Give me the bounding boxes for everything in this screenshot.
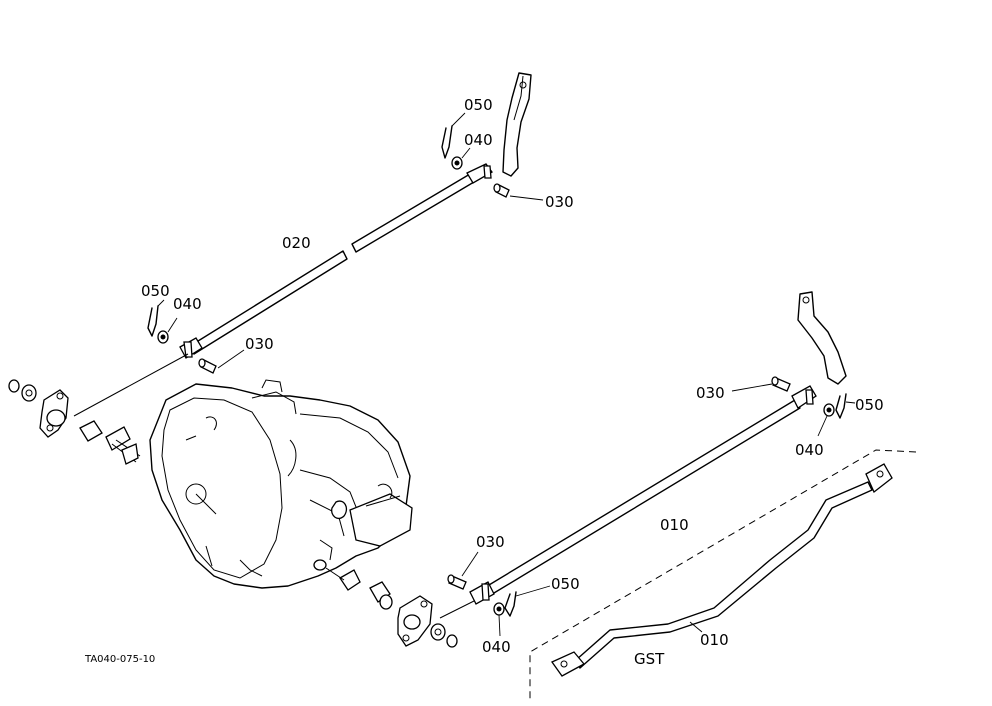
lower-lever-bracket [397, 595, 458, 648]
right-washer-040 [817, 403, 835, 437]
upper-clevis [466, 163, 493, 184]
upper-cotter-pin-050 [441, 112, 466, 159]
rod-020 [189, 173, 475, 355]
callout-lower-050: 050 [551, 575, 580, 593]
callout-upper-030: 030 [545, 193, 574, 211]
gst-variant-boundary [529, 449, 917, 700]
left-washer-040 [157, 317, 178, 344]
callout-upper-050: 050 [464, 96, 493, 114]
right-pedal-arm [797, 291, 847, 385]
right-cotter-pin-050 [835, 393, 856, 419]
left-cotter-pin-050 [147, 299, 165, 337]
callout-rod-020: 020 [282, 234, 311, 252]
callout-gst-010: 010 [700, 631, 729, 649]
lower-shaft-fitting [313, 559, 393, 610]
callout-lower-040: 040 [482, 638, 511, 656]
lower-cotter-pin-050 [504, 585, 551, 617]
left-clevis [179, 337, 203, 359]
upper-pedal-arm [502, 72, 532, 177]
callout-left-040: 040 [173, 295, 202, 313]
callout-rod-010: 010 [660, 516, 689, 534]
callout-left-050: 050 [141, 282, 170, 300]
upper-washer-040 [451, 147, 471, 170]
left-lever-bracket [8, 379, 69, 438]
left-shaft-fitting [79, 420, 141, 465]
lower-clevis [469, 581, 495, 605]
callout-right-050: 050 [855, 396, 884, 414]
callout-upper-040: 040 [464, 131, 493, 149]
callout-gst-label: GST [634, 650, 665, 668]
upper-pin-030 [493, 183, 544, 201]
transmission-housing [149, 379, 413, 589]
callout-labels: 050 040 030 020 050 040 030 030 050 040 … [84, 96, 884, 668]
drawing-code: TA040-075-10 [84, 654, 155, 665]
lower-pin-030 [447, 551, 479, 590]
gst-rod-010 [551, 463, 893, 677]
left-pin-030 [198, 349, 245, 374]
rod-010 [483, 399, 801, 597]
callout-lower-030: 030 [476, 533, 505, 551]
right-pin-030 [731, 376, 791, 392]
callout-right-030: 030 [696, 384, 725, 402]
callout-left-030: 030 [245, 335, 274, 353]
callout-right-040: 040 [795, 441, 824, 459]
lower-washer-040 [493, 602, 505, 637]
right-clevis [791, 385, 817, 409]
